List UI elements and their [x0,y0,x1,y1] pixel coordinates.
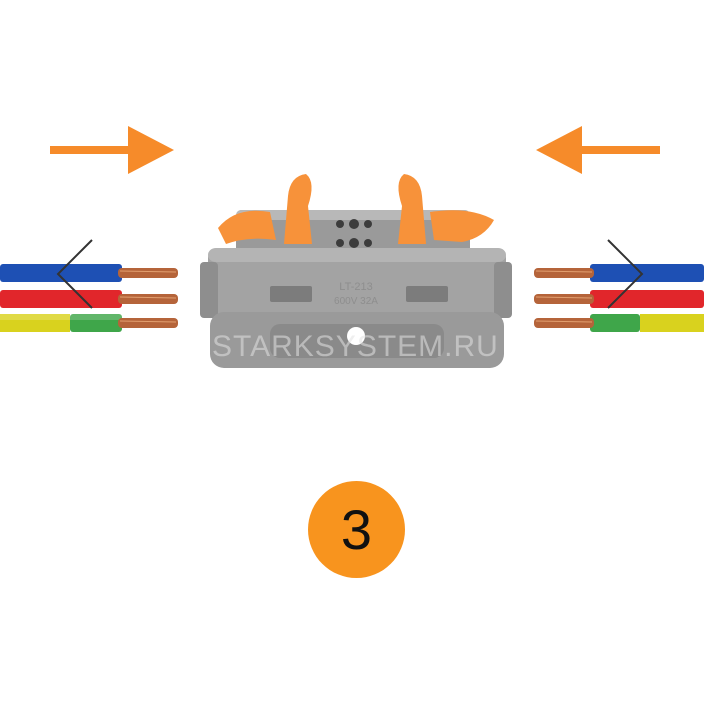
right-copper-strands [534,268,594,328]
left-wires [0,264,178,332]
orange-levers [218,174,494,244]
arrow-left-icon [536,126,660,174]
left-copper-strands [118,268,178,328]
previous-image-button[interactable] [50,238,94,310]
wire-connector: LT-213 600V 32A [200,174,512,368]
test-holes [336,219,372,248]
connector-model-label: LT-213 [339,281,372,293]
right-wires [534,264,704,332]
next-image-button[interactable] [606,238,650,310]
arrow-right-icon [50,126,174,174]
connector-rating-label: 600V 32A [334,296,378,307]
chevron-right-icon [607,239,644,309]
chevron-left-icon [56,239,93,309]
step-number-badge: 3 [308,481,405,578]
